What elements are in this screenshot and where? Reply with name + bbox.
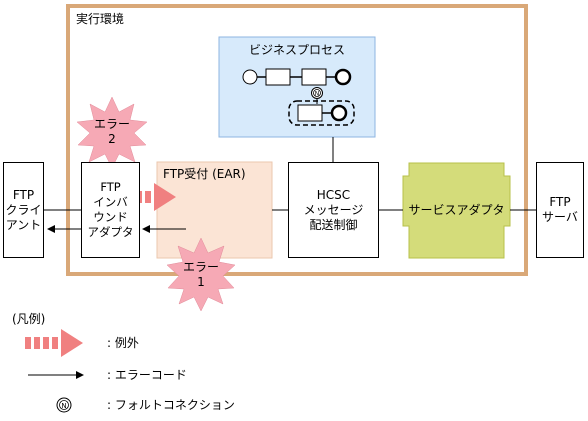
ftp-client-label: FTP クライ アント — [5, 187, 42, 232]
execution-environment-frame — [66, 4, 528, 276]
ftp-client-box: FTP クライ アント — [3, 162, 44, 258]
svg-text:N: N — [315, 91, 320, 98]
service-adapter-label: サービスアダプタ — [408, 203, 505, 217]
legend-fault-connection-icon: N — [56, 397, 72, 413]
legend-fault-connection-label: : フォルトコネクション — [107, 398, 235, 412]
error-2-label: エラー 2 — [93, 117, 130, 146]
ftp-reception-frame — [156, 161, 273, 259]
execution-environment-label: 実行環境 — [76, 12, 125, 26]
ftp-reception-label: FTP受付 (EAR) — [163, 167, 246, 181]
service-adapter-shape — [402, 162, 511, 259]
business-process-flow — [242, 68, 352, 86]
business-process-frame — [218, 36, 376, 138]
legend-exception-label: : 例外 — [107, 336, 139, 350]
fault-connection-icon: N — [311, 87, 323, 99]
error-1-burst — [166, 237, 236, 312]
business-process-label: ビジネスプロセス — [248, 43, 345, 57]
ftp-server-box: FTP サーバ — [536, 162, 584, 258]
legend-error-code-label: : エラーコード — [107, 368, 187, 382]
ftp-inbound-adapter-box: FTP インバ ウンド アダプタ — [81, 162, 140, 258]
hcsc-messaging-box: HCSC メッセージ 配送制御 — [288, 162, 379, 258]
svg-text:N: N — [61, 402, 66, 410]
hcsc-messaging-label: HCSC メッセージ 配送制御 — [303, 187, 364, 232]
fault-flow — [297, 104, 348, 122]
legend-title: (凡例) — [12, 312, 46, 326]
fault-flow-frame — [288, 100, 355, 126]
error-1-label: エラー 1 — [182, 260, 219, 289]
ftp-server-label: FTP サーバ — [542, 195, 578, 224]
ftp-inbound-adapter-label: FTP インバ ウンド アダプタ — [87, 180, 134, 239]
legend-exception-arrow — [25, 329, 83, 357]
